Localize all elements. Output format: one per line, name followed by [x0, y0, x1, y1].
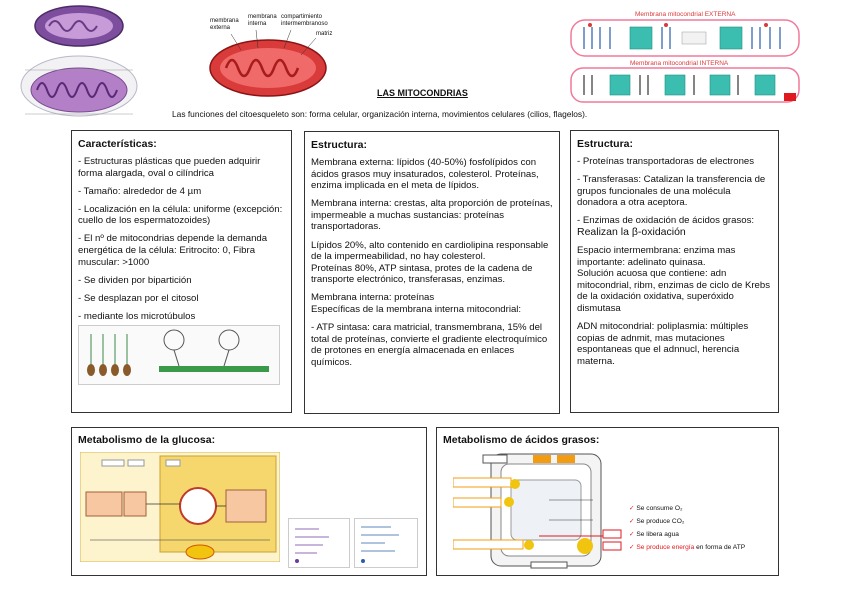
- mitochondrion-labeled-figure: [196, 10, 341, 100]
- glucose-note-2: [354, 518, 418, 568]
- caracteristicas-item: - mediante los microtúbulos: [78, 310, 196, 322]
- fatty-acid-diagram: [452, 450, 623, 572]
- membrane-externa-figure: [570, 19, 800, 57]
- estructura-paragraph: ADN mitocondrial: poliplasmia: múltiples…: [577, 321, 749, 367]
- caracteristicas-item: - El nº de mitocondrias depende la deman…: [78, 233, 268, 268]
- bullet-item: ✓ Se consume O₂: [629, 502, 745, 515]
- page-subtitle: Las funciones del citoesqueleto son: for…: [172, 109, 588, 119]
- check-icon: ✓: [629, 531, 635, 538]
- estructura-title: Estructura:: [577, 138, 634, 150]
- estructura-paragraph: Membrana interna: crestas, alta proporci…: [311, 198, 553, 233]
- glucosa-box: Metabolismo de la glucosa:: [71, 427, 427, 576]
- bullet-text: Se libera agua: [636, 531, 679, 538]
- bullet-text: Se produce CO₂: [636, 518, 685, 525]
- estructura-box-2: Estructura: - Proteínas transportadoras …: [570, 130, 779, 413]
- membrane-interna-figure: [570, 67, 800, 103]
- bullet-item: ✓ Se produce energía en forma de ATP: [629, 541, 745, 554]
- bullet-text: Se consume O₂: [636, 505, 683, 512]
- estructura-paragraph: Membrana interna: proteínas Específicas …: [311, 292, 522, 316]
- page-title: LAS MITOCONDRIAS: [377, 88, 468, 98]
- estructura-paragraph: - Enzimas de oxidación de ácidos grasos:: [577, 215, 755, 227]
- caracteristicas-item: - Se dividen por bipartición: [78, 274, 192, 286]
- mitochondrion-cutaway-figure: [15, 2, 143, 122]
- glucose-note-1: [288, 518, 350, 568]
- label-membrana-interna: membrana interna: [248, 14, 277, 27]
- glucose-metabolism-diagram: [79, 451, 281, 563]
- bullet-text: Se produce energía: [636, 544, 695, 551]
- bullet-item: ✓ Se libera agua: [629, 528, 745, 541]
- caracteristicas-item: - Se desplazan por el citosol: [78, 292, 199, 304]
- check-icon: ✓: [629, 544, 635, 551]
- label-membrana-externa: membrana externa: [210, 18, 239, 31]
- estructura-paragraph: Realizan la β-oxidación: [577, 225, 686, 238]
- label-matriz: matriz: [316, 31, 333, 37]
- acidos-grasos-bullets: ✓ Se consume O₂ ✓ Se produce CO₂ ✓ Se li…: [629, 502, 745, 554]
- glucosa-title: Metabolismo de la glucosa:: [78, 434, 216, 446]
- check-icon: ✓: [629, 505, 635, 512]
- estructura-title: Estructura:: [311, 139, 368, 151]
- acidos-grasos-box: Metabolismo de ácidos grasos: ✓ Se consu…: [436, 427, 779, 576]
- estructura-paragraph: - Transferasas: Catalizan la transferenc…: [577, 174, 766, 209]
- caracteristicas-item: - Estructuras plásticas que pueden adqui…: [78, 156, 261, 179]
- membrane-externa-caption: Membrana mitocondrial EXTERNA: [635, 11, 736, 18]
- check-icon: ✓: [629, 518, 635, 525]
- caracteristicas-title: Características:: [78, 138, 157, 150]
- caracteristicas-item: - Tamaño: alrededor de 4 µm: [78, 185, 202, 197]
- bullet-item: ✓ Se produce CO₂: [629, 515, 745, 528]
- estructura-paragraph: Lípidos 20%, alto contenido en cardiolip…: [311, 239, 552, 286]
- microtubule-figure: [78, 324, 280, 385]
- bullet-suffix: en forma de ATP: [694, 544, 746, 551]
- estructura-box-1: Estructura: Membrana externa: lípidos (4…: [304, 131, 560, 414]
- acidos-grasos-title: Metabolismo de ácidos grasos:: [443, 434, 600, 446]
- label-compartimento: compartimiento intermembranoso: [281, 14, 328, 27]
- caracteristicas-box: Características: - Estructuras plásticas…: [71, 130, 292, 413]
- estructura-paragraph: - Proteínas transportadoras de electrone…: [577, 156, 755, 167]
- estructura-paragraph: Membrana externa: lípidos (40-50%) fosfo…: [311, 157, 539, 192]
- membrane-interna-caption: Membrana mitocondrial INTERNA: [630, 60, 729, 67]
- estructura-paragraph: - ATP sintasa: cara matricial, transmemb…: [311, 322, 548, 368]
- caracteristicas-item: - Localización en la célula: uniforme (e…: [78, 203, 283, 227]
- estructura-paragraph: Espacio intermembrana: enzima mas import…: [577, 245, 771, 315]
